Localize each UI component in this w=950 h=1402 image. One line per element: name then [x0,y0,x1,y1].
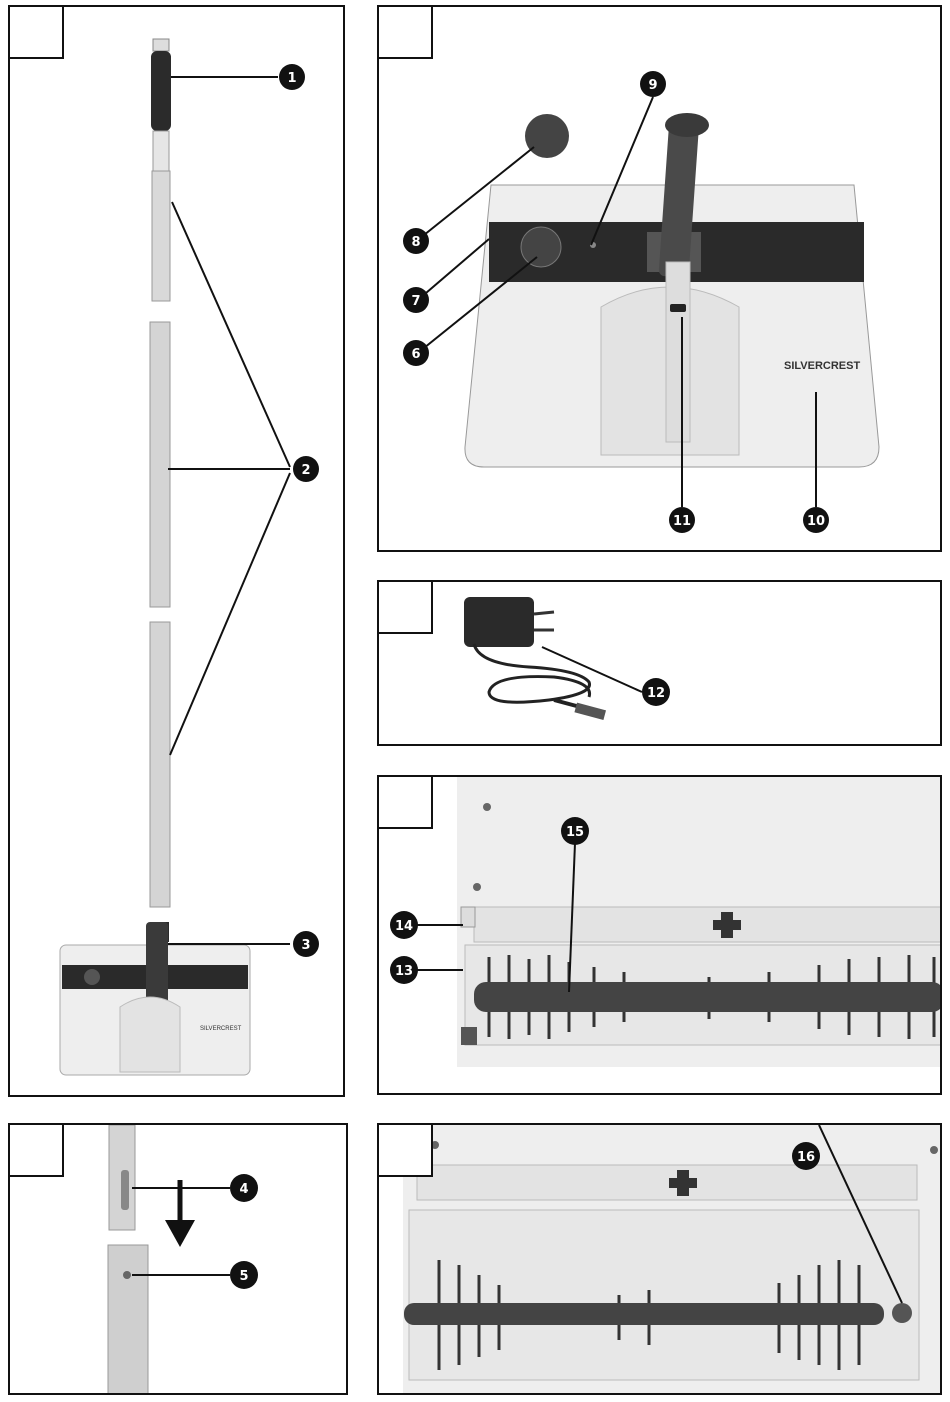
svg-text:15: 15 [566,825,584,840]
brush-view-illustration: 14 13 15 [379,777,942,1095]
svg-text:5: 5 [239,1269,248,1284]
panel-tab [8,1123,64,1177]
callout-3: 3 [293,931,319,957]
svg-text:3: 3 [301,938,310,953]
callout-13: 13 [390,956,418,984]
panel-brush-view: 14 13 15 [377,775,942,1095]
panel-tab [377,5,433,59]
panel-sweeper-base: SILVERCREST 8 7 6 9 11 10 [377,5,942,552]
callout-5: 5 [230,1261,258,1289]
callout-8: 8 [403,228,429,254]
callout-10: 10 [803,507,829,533]
svg-text:1: 1 [287,71,296,86]
panel-tab [377,1123,433,1177]
panel-handle-connection: 4 5 [8,1123,348,1395]
panel-tab [8,5,64,59]
sweeper-logo-small: SILVERCREST [200,1026,242,1032]
callout-14: 14 [390,911,418,939]
callout-2: 2 [293,456,319,482]
svg-text:2: 2 [301,463,310,478]
svg-text:7: 7 [411,294,420,309]
full-sweeper-illustration: SILVERCREST 1 2 3 [10,7,345,1097]
svg-text:11: 11 [673,514,691,529]
svg-text:9: 9 [648,78,657,93]
panel-brush-removal [377,1123,942,1395]
callout-4: 4 [230,1174,258,1202]
panel-charger: 12 [377,580,942,746]
svg-text:6: 6 [411,347,420,362]
svg-text:16: 16 [797,1150,815,1165]
svg-text:10: 10 [807,514,825,529]
callout-1: 1 [279,64,305,90]
panel-full-sweeper: SILVERCREST 1 2 3 [8,5,345,1097]
brush-removal-illustration [379,1125,942,1395]
sweeper-logo: SILVERCREST [784,360,860,372]
panel-tab [377,775,433,829]
svg-text:13: 13 [395,964,413,979]
callout-6: 6 [403,340,429,366]
callout-11: 11 [669,507,695,533]
callout-16-badge: 16 [786,1138,826,1178]
callout-9: 9 [640,71,666,97]
svg-text:14: 14 [395,919,413,934]
svg-text:4: 4 [239,1182,248,1197]
callout-7: 7 [403,287,429,313]
charger-illustration: 12 [379,582,942,746]
callout-12: 12 [642,678,670,706]
callout-15: 15 [561,817,589,845]
panel-tab [377,580,433,634]
svg-text:12: 12 [647,686,665,701]
sweeper-base-illustration: SILVERCREST 8 7 6 9 11 10 [379,7,942,552]
svg-text:8: 8 [411,235,420,250]
